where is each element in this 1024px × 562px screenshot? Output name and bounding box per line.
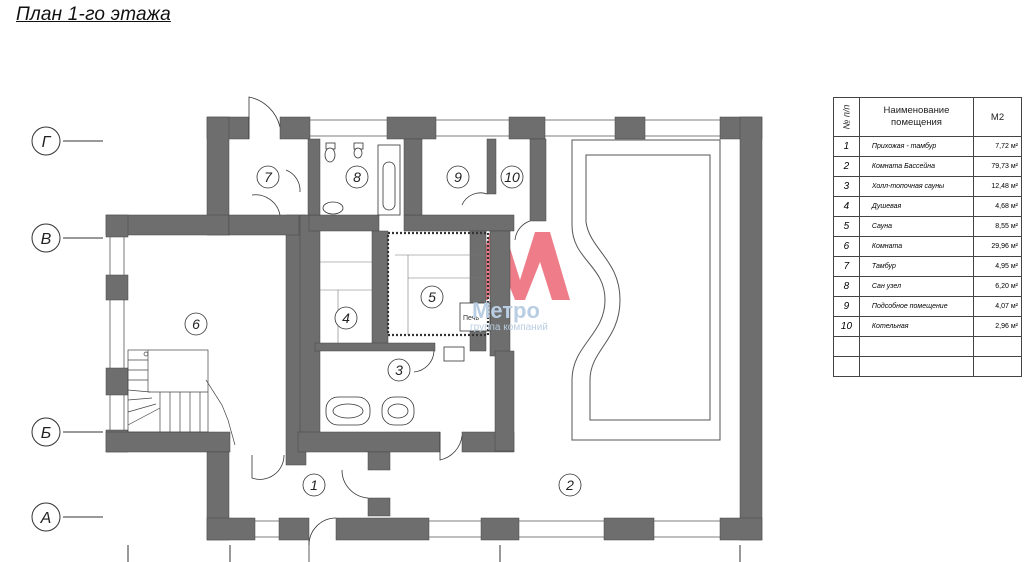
doors xyxy=(248,96,531,562)
stove-base xyxy=(443,346,465,362)
room-number-4: 4 xyxy=(342,310,350,326)
room-number-1: 1 xyxy=(310,477,318,493)
axis-label-a: А xyxy=(40,510,52,527)
table-row xyxy=(833,356,1022,377)
floor-plan: Г В Б А xyxy=(31,96,763,562)
axis-marker-g xyxy=(31,126,61,156)
swimming-pool xyxy=(571,139,721,441)
axis-marker-v xyxy=(31,223,61,253)
stove xyxy=(459,302,491,332)
bathtub-inner xyxy=(382,161,396,211)
room-number-9: 9 xyxy=(454,169,462,185)
axis-marker-b xyxy=(31,417,61,447)
legend-header-name: Наименование помещения xyxy=(858,97,975,137)
room-number-10: 10 xyxy=(504,169,520,185)
watermark-text: Метро xyxy=(472,298,540,323)
room-number-7: 7 xyxy=(264,169,273,185)
sink xyxy=(322,201,344,215)
legend-header-num: № п/п xyxy=(833,97,860,137)
table-row xyxy=(833,336,1022,357)
room-numbers xyxy=(184,165,582,497)
room-number-3: 3 xyxy=(395,362,403,378)
fixtures xyxy=(322,142,491,426)
windows xyxy=(109,119,720,538)
room-number-8: 8 xyxy=(353,169,361,185)
watermark-subtext: группа компаний xyxy=(470,322,548,333)
axis-label-b: Б xyxy=(41,425,51,442)
legend-header-area: М2 xyxy=(973,97,1022,137)
stove-label: Печь xyxy=(463,315,479,322)
axis-marker-a xyxy=(31,502,61,532)
sauna-boundary xyxy=(386,231,490,337)
page-title: План 1-го этажа xyxy=(16,4,171,25)
room-number-2: 2 xyxy=(565,477,574,493)
grid-axes xyxy=(31,126,741,562)
axis-label-g: Г xyxy=(42,134,52,151)
toilet-bowl-1 xyxy=(324,147,336,163)
room-number-5: 5 xyxy=(428,289,436,305)
axis-label-v: В xyxy=(41,231,52,248)
walls xyxy=(105,116,763,541)
toilet-bowl-2 xyxy=(353,147,363,159)
staircase xyxy=(127,349,236,446)
room-number-6: 6 xyxy=(192,316,200,332)
